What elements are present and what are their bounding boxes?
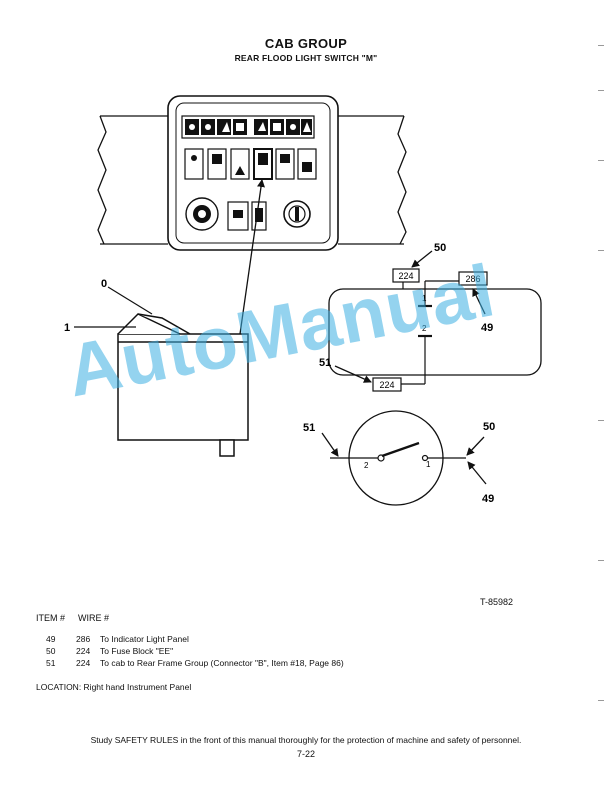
figure-number: T-85982 (480, 597, 514, 607)
row-desc: To Indicator Light Panel (100, 634, 189, 644)
arrow-49-low (467, 461, 487, 485)
scan-edge-mark (598, 250, 604, 251)
row-desc: To Fuse Block "EE" (100, 646, 174, 656)
callout-49-top: 49 (481, 322, 493, 334)
scan-edge-mark (598, 560, 604, 561)
row-desc: To cab to Rear Frame Group (Connector "B… (100, 658, 344, 668)
rocker-switch-row (184, 148, 317, 180)
callout-1: 1 (64, 322, 70, 334)
svg-text:224: 224 (379, 380, 394, 390)
svg-text:224: 224 (398, 271, 413, 281)
leader-0 (107, 286, 153, 315)
page-title: CAB GROUP (264, 36, 348, 51)
page-number: 7-22 (296, 749, 315, 759)
safety-footer: Study SAFETY RULES in the front of this … (90, 735, 522, 745)
arrow-51-low (321, 432, 339, 457)
callout-50-top: 50 (434, 242, 446, 254)
page-subtitle: REAR FLOOD LIGHT SWITCH "M" (234, 53, 378, 63)
sym-terminal-1: 1 (426, 460, 431, 469)
scan-edge-mark (598, 420, 604, 421)
arrow-50-top (411, 250, 433, 268)
table-header-wire: WIRE # (78, 613, 110, 623)
sym-terminal-2: 2 (364, 461, 369, 470)
row-item: 50 (46, 646, 56, 656)
location-note: LOCATION: Right hand Instrument Panel (36, 682, 192, 692)
row-item: 49 (46, 634, 56, 644)
instrument-panel (167, 95, 339, 251)
callout-51-low: 51 (303, 422, 315, 434)
terminal-2-label: 2 (422, 324, 427, 333)
scan-edge-mark (598, 160, 604, 161)
wire-tag-286: 286 (458, 271, 488, 286)
row-item: 51 (46, 658, 56, 668)
wire-tag-224-top: 224 (392, 268, 420, 283)
wiring-diagram: 0 1 1 2 224 286 224 50 49 51 2 (64, 95, 542, 506)
arrow-51-mid (334, 365, 372, 383)
row-wire: 286 (76, 634, 91, 644)
terminal-1-label: 1 (422, 294, 427, 303)
wire-tag-224-bottom: 224 (372, 377, 402, 392)
scan-edge-mark (598, 45, 604, 46)
dashboard-outline (97, 115, 407, 245)
callout-50-low: 50 (483, 421, 495, 433)
callout-51-mid: 51 (319, 357, 331, 369)
arrow-50-low (466, 436, 485, 456)
callout-49-low: 49 (482, 493, 494, 505)
pointer-arrow (239, 179, 265, 335)
row-wire: 224 (76, 646, 91, 656)
rocker-switch-body (117, 313, 249, 457)
table-header-item: ITEM # (36, 613, 66, 623)
switch-schematic: 1 2 (328, 280, 542, 385)
arrow-49-top (472, 288, 486, 315)
scan-edge-mark (598, 90, 604, 91)
switch-symbol: 2 1 (330, 410, 466, 506)
callout-0: 0 (101, 278, 107, 290)
row-wire: 224 (76, 658, 91, 668)
svg-text:286: 286 (465, 274, 480, 284)
scan-edge-mark (598, 700, 604, 701)
